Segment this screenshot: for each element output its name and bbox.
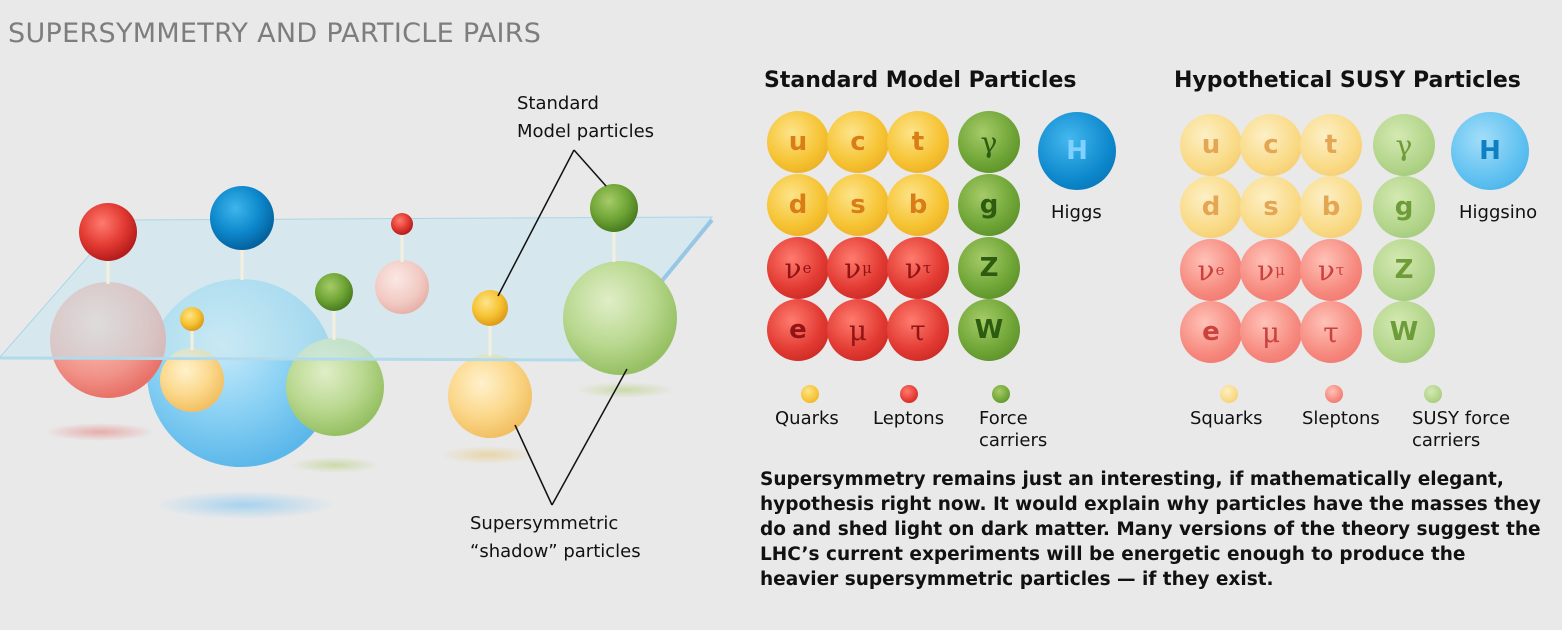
force-w-boson: W — [958, 299, 1020, 361]
force-z-boson: Z — [958, 237, 1020, 299]
label-shadow-line1: Supersymmetric — [470, 513, 619, 534]
force-gluon: g — [958, 174, 1020, 236]
quark-t: t — [887, 111, 949, 173]
nu-symbol: ν — [904, 251, 922, 285]
particle-blue — [210, 186, 274, 250]
legend-force-dot — [992, 385, 1010, 403]
label-shadow-particles: Supersymmetric “shadow” particles — [470, 510, 641, 566]
legend-leptons: Leptons — [873, 408, 945, 429]
shadow-particle-light-yellow — [448, 354, 532, 438]
nu-subscript: e — [802, 259, 812, 277]
nu-subscript: τ — [1335, 261, 1345, 279]
nu-symbol: ν — [844, 251, 862, 285]
particle-green — [315, 273, 353, 311]
legend-lepton-dot — [900, 385, 918, 403]
legend-quark-dot — [801, 385, 819, 403]
particle-red — [79, 203, 137, 261]
caption-text: Supersymmetry remains just an interestin… — [760, 469, 1541, 590]
lepton-electron: e — [767, 299, 829, 361]
pointer-line — [497, 149, 575, 297]
quark-s: s — [827, 174, 889, 236]
legend-slepton-dot — [1325, 385, 1343, 403]
nu-symbol: ν — [1197, 253, 1215, 287]
shadow-particle-light-yellow-small — [160, 348, 224, 412]
nu-subscript: τ — [922, 259, 932, 277]
zino: Z — [1373, 239, 1435, 301]
nu-symbol: ν — [1257, 253, 1275, 287]
slepton-stau: τ — [1300, 301, 1362, 363]
squark-t: t — [1300, 114, 1362, 176]
pointer-line — [551, 368, 628, 506]
legend-susy-force-dot — [1424, 385, 1442, 403]
wino: W — [1373, 301, 1435, 363]
gluino: g — [1373, 176, 1435, 238]
legend-quarks: Quarks — [775, 408, 839, 429]
higgs-label: Higgs — [1051, 202, 1102, 223]
susy-title: Hypothetical SUSY Particles — [1174, 68, 1521, 93]
force-photon: γ — [958, 111, 1020, 173]
nu-symbol: ν — [784, 251, 802, 285]
legend-squarks: Squarks — [1190, 408, 1263, 429]
nu-subscript: e — [1215, 261, 1225, 279]
squark-b: b — [1300, 176, 1362, 238]
shadow-particle-pale-pink — [375, 260, 429, 314]
shadow-red — [45, 423, 155, 441]
lepton-tau: τ — [887, 299, 949, 361]
particle-yellow — [472, 290, 508, 326]
particle-yellow-small — [180, 307, 204, 331]
slepton-smuon: μ — [1240, 301, 1302, 363]
squark-s: s — [1240, 176, 1302, 238]
squark-c: c — [1240, 114, 1302, 176]
quark-d: d — [767, 174, 829, 236]
nu-subscript: μ — [1275, 261, 1285, 279]
higgsino: H — [1451, 112, 1529, 190]
standard-model-title: Standard Model Particles — [764, 68, 1077, 93]
squark-u: u — [1180, 114, 1242, 176]
supersymmetry-scene — [0, 149, 714, 519]
page-title: SUPERSYMMETRY AND PARTICLE PAIRS — [8, 18, 542, 49]
squark-d: d — [1180, 176, 1242, 238]
shadow-green-right — [575, 382, 675, 398]
label-standard-line1: Standard — [517, 93, 599, 114]
higgs-boson: H — [1038, 112, 1116, 190]
plane-edge-bottom — [0, 356, 598, 362]
particle-green-top — [590, 184, 638, 232]
pointer-line — [514, 424, 553, 506]
legend-squark-dot — [1220, 385, 1238, 403]
shadow-yellow — [440, 446, 536, 464]
label-standard-model: Standard Model particles — [517, 90, 654, 146]
legend-sleptons: Sleptons — [1302, 408, 1380, 429]
photino: γ — [1373, 114, 1435, 176]
quark-u: u — [767, 111, 829, 173]
label-shadow-line2: “shadow” particles — [470, 541, 641, 562]
shadow-particle-light-green-large — [563, 261, 677, 375]
label-standard-line2: Model particles — [517, 121, 655, 142]
shadow-green — [290, 457, 380, 473]
slepton-selectron: e — [1180, 301, 1242, 363]
nu-symbol: ν — [1317, 253, 1335, 287]
lepton-muon: μ — [827, 299, 889, 361]
quark-c: c — [827, 111, 889, 173]
higgsino-label: Higgsino — [1459, 202, 1538, 223]
pointer-line — [573, 149, 607, 187]
legend-susy-force-carriers: SUSY force carriers — [1412, 408, 1511, 451]
shadow-particle-light-green — [286, 338, 384, 436]
shadow-blue — [155, 491, 335, 519]
quark-b: b — [887, 174, 949, 236]
legend-force-carriers: Force carriers — [979, 408, 1048, 451]
particle-red-small — [391, 213, 413, 235]
nu-subscript: μ — [862, 259, 872, 277]
